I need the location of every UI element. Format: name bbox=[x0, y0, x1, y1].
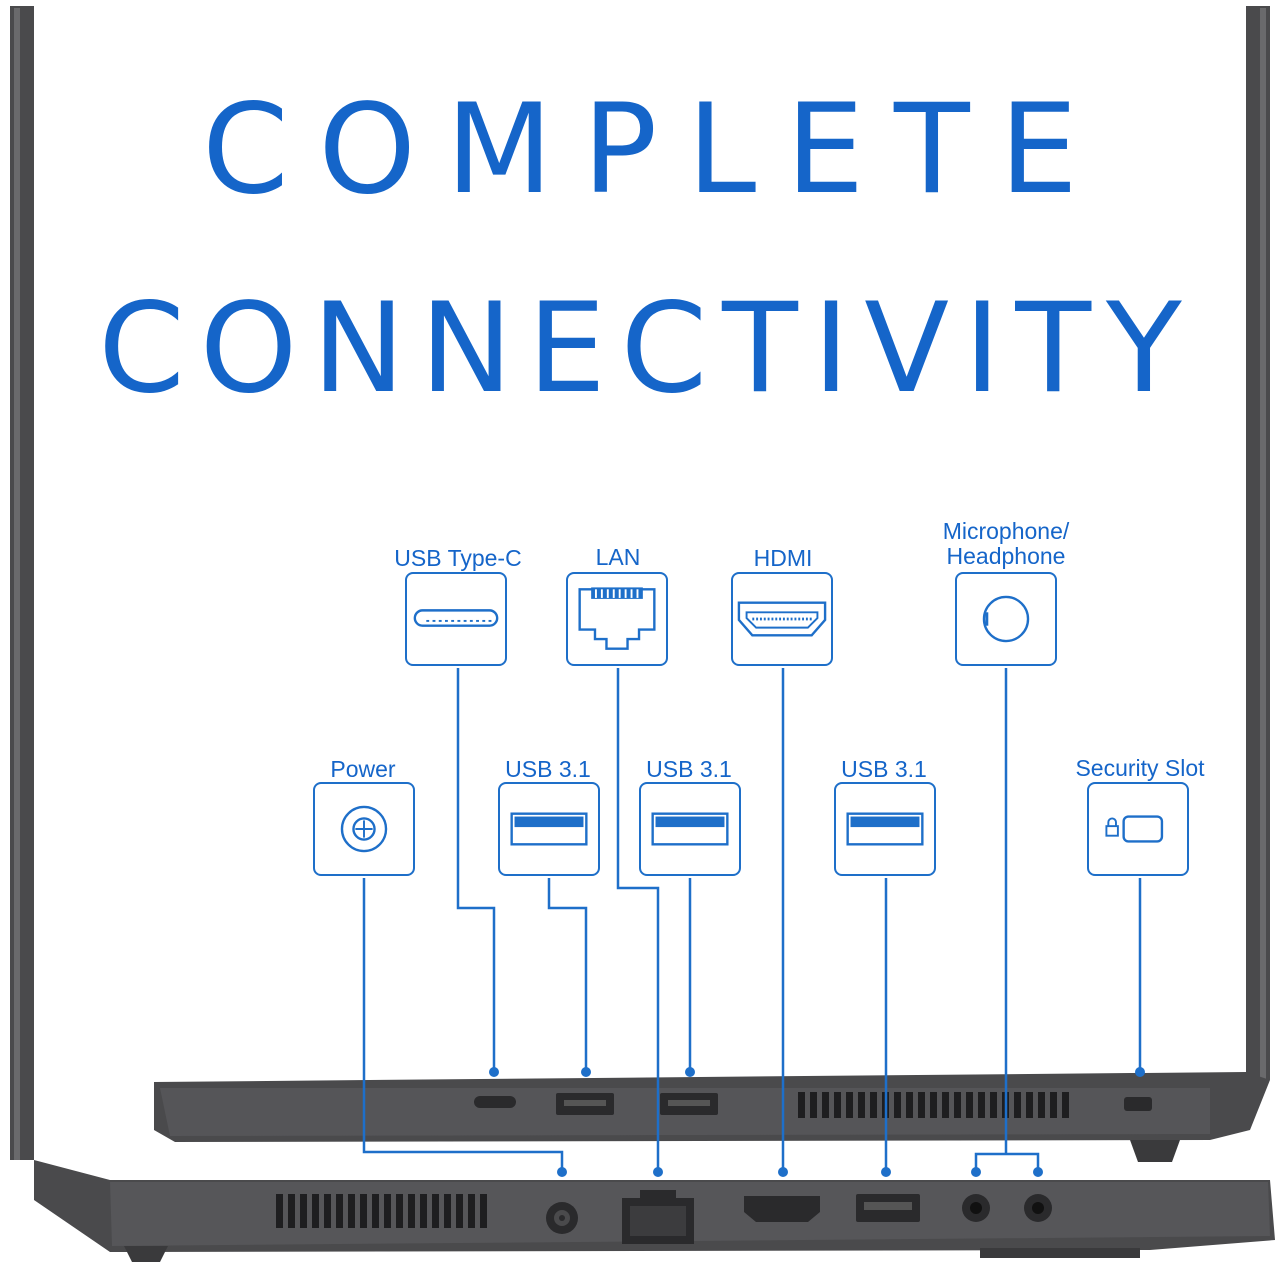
port-box-usb31-c bbox=[834, 782, 936, 876]
headline-line-1: COMPLETE bbox=[202, 78, 1108, 222]
usb-a-icon bbox=[651, 812, 729, 846]
port-box-usb-type-c bbox=[405, 572, 507, 666]
port-box-usb31-a bbox=[498, 782, 600, 876]
port-box-lan bbox=[566, 572, 668, 666]
label-lan: LAN bbox=[595, 544, 641, 570]
lock-slot-icon bbox=[1105, 815, 1164, 843]
connector-lines bbox=[362, 668, 1142, 1170]
label-usb-type-c: USB Type-C bbox=[394, 545, 522, 571]
port-box-power bbox=[313, 782, 415, 876]
label-usb31-c: USB 3.1 bbox=[841, 756, 927, 782]
label-usb31-b: USB 3.1 bbox=[646, 756, 732, 782]
connector-dots bbox=[489, 1067, 1145, 1177]
label-usb31-a: USB 3.1 bbox=[505, 756, 591, 782]
port-box-usb31-b bbox=[639, 782, 741, 876]
usb-a-icon bbox=[846, 812, 924, 846]
port-box-hdmi bbox=[731, 572, 833, 666]
ethernet-icon bbox=[578, 587, 656, 650]
laptop-left-side bbox=[34, 1160, 1275, 1262]
usb-a-icon bbox=[510, 812, 588, 846]
usb-c-icon bbox=[413, 609, 499, 627]
label-microphone-headphone: Microphone/ Headphone bbox=[942, 518, 1070, 569]
power-jack-icon bbox=[340, 805, 388, 853]
hdmi-icon bbox=[737, 601, 827, 637]
port-box-security bbox=[1087, 782, 1189, 876]
laptop-right-side bbox=[154, 1072, 1270, 1162]
label-hdmi: HDMI bbox=[753, 545, 813, 571]
audio-jack-icon bbox=[982, 595, 1030, 643]
headline-line-2: CONNECTIVITY bbox=[98, 277, 1197, 421]
label-power: Power bbox=[330, 756, 396, 782]
port-box-audio bbox=[955, 572, 1057, 666]
label-security-slot: Security Slot bbox=[1075, 755, 1205, 781]
